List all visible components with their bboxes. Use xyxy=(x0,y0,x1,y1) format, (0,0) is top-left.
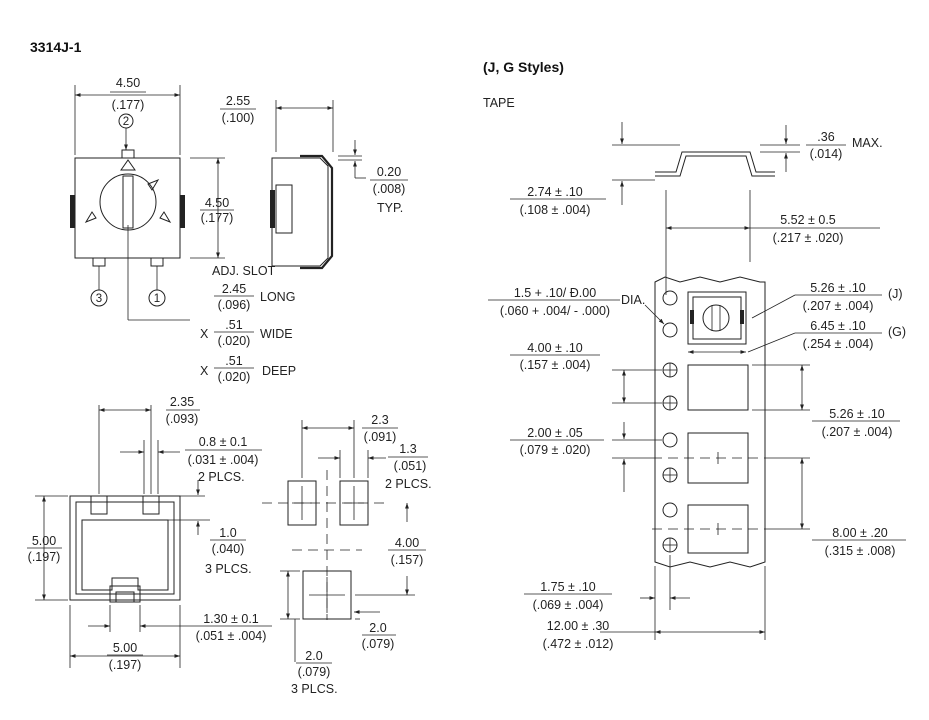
land-padw-in: (.051) xyxy=(394,459,427,473)
side-view: 2.55 (.100) 0.20 (.008) TYP. xyxy=(220,94,408,270)
tape-top-view xyxy=(652,276,770,568)
adj-slot-label: ADJ. SLOT xyxy=(212,264,276,278)
tape-dia-label: DIA. xyxy=(621,293,645,307)
tape-pocket-in: (.108 ± .004) xyxy=(520,203,591,217)
land-span-in: (.157) xyxy=(391,553,424,567)
tape-width-mm: 12.00 ± .30 xyxy=(547,619,610,633)
bottom-height-mm: 5.00 xyxy=(32,534,56,548)
bottom-padh-in: (.040) xyxy=(212,542,245,556)
tape-edge-mm: 1.75 ± .10 xyxy=(540,580,596,594)
tape-sprocket-mm: 4.00 ± .10 xyxy=(527,341,583,355)
land-span-mm: 4.00 xyxy=(395,536,419,550)
tape-w552-mm: 5.52 ± 0.5 xyxy=(780,213,836,227)
land-pattern: 2.3 (.091) 1.3 (.051) 2 PLCS. 4.00 (.157… xyxy=(262,413,432,696)
tape-dimensions: 1.5 + .10/ Ð.00 (.060 + .004/ - .000) DI… xyxy=(488,281,906,651)
times-2: X xyxy=(200,364,209,378)
top-width-in: (.177) xyxy=(112,98,145,112)
slot-long-label: LONG xyxy=(260,290,295,304)
side-depth-mm: 2.55 xyxy=(226,94,250,108)
bottom-tab-mm: 1.30 ± 0.1 xyxy=(203,612,259,626)
tape-profile: 2.74 ± .10 (.108 ± .004) .36 (.014) MAX.… xyxy=(510,122,883,295)
tape-j-label: (J) xyxy=(888,287,903,301)
bottom-pitch-mm: 2.35 xyxy=(170,395,194,409)
tape-pocket-mm: 2.74 ± .10 xyxy=(527,185,583,199)
tape-cavity-mm: 5.26 ± .10 xyxy=(829,407,885,421)
top-width-mm: 4.50 xyxy=(116,76,140,90)
bottom-view: 2.35 (.093) 0.8 ± 0.1 (.031 ± .004) 2 PL… xyxy=(27,395,272,672)
tape-offset-in: (.079 ± .020) xyxy=(520,443,591,457)
tape-max-in: (.014) xyxy=(810,147,843,161)
side-lead-in: (.008) xyxy=(373,182,406,196)
slot-deep-label: DEEP xyxy=(262,364,296,378)
bottom-pad-note: 2 PLCS. xyxy=(198,470,245,484)
slot-deep-in: (.020) xyxy=(218,370,251,384)
land-pitch-in: (.091) xyxy=(364,430,397,444)
bottom-width-in: (.197) xyxy=(109,658,142,672)
tape-max-mm: .36 xyxy=(817,130,834,144)
slot-wide-in: (.020) xyxy=(218,334,251,348)
slot-wide-mm: .51 xyxy=(225,318,242,332)
styles-title: (J, G Styles) xyxy=(483,59,564,75)
tape-offset-mm: 2.00 ± .05 xyxy=(527,426,583,440)
tape-j-mm: 5.26 ± .10 xyxy=(810,281,866,295)
land-padw-mm: 1.3 xyxy=(399,442,416,456)
land-pad2-mm: 2.0 xyxy=(369,621,386,635)
pin-1-label: 1 xyxy=(154,293,160,305)
land-pad3-note: 3 PLCS. xyxy=(291,682,338,696)
top-height-in: (.177) xyxy=(201,211,234,225)
slot-deep-mm: .51 xyxy=(225,354,242,368)
tape-hole-mm: 1.5 + .10/ Ð.00 xyxy=(514,286,596,300)
tape-w552-in: (.217 ± .020) xyxy=(773,231,844,245)
side-typ: TYP. xyxy=(377,201,403,215)
tape-j-in: (.207 ± .004) xyxy=(803,299,874,313)
bottom-pad-mm: 0.8 ± 0.1 xyxy=(199,435,248,449)
tape-g-mm: 6.45 ± .10 xyxy=(810,319,866,333)
tape-edge-in: (.069 ± .004) xyxy=(533,598,604,612)
bottom-padh-note: 3 PLCS. xyxy=(205,562,252,576)
slot-long-mm: 2.45 xyxy=(222,282,246,296)
bottom-tab-in: (.051 ± .004) xyxy=(196,629,267,643)
land-pad3-mm: 2.0 xyxy=(305,649,322,663)
tape-sprocket-in: (.157 ± .004) xyxy=(520,358,591,372)
bottom-pitch-in: (.093) xyxy=(166,412,199,426)
top-view: 4.50 (.177) 2 4.50 (.177) 3 1 ADJ. SLOT … xyxy=(70,76,296,384)
tape-max-label: MAX. xyxy=(852,136,883,150)
pin-2-label: 2 xyxy=(123,116,129,128)
side-depth-in: (.100) xyxy=(222,111,255,125)
land-pad3-in: (.079) xyxy=(298,665,331,679)
bottom-padh-mm: 1.0 xyxy=(219,526,236,540)
slot-wide-label: WIDE xyxy=(260,327,293,341)
tape-pitch-in: (.315 ± .008) xyxy=(825,544,896,558)
pin-3-label: 3 xyxy=(96,293,102,305)
top-height-mm: 4.50 xyxy=(205,196,229,210)
bottom-pad-in: (.031 ± .004) xyxy=(188,453,259,467)
tape-cavity-in: (.207 ± .004) xyxy=(822,425,893,439)
tape-width-in: (.472 ± .012) xyxy=(543,637,614,651)
part-number-title: 3314J-1 xyxy=(30,39,82,55)
side-lead-mm: 0.20 xyxy=(377,165,401,179)
tape-hole-in: (.060 + .004/ - .000) xyxy=(500,304,610,318)
land-pitch-mm: 2.3 xyxy=(371,413,388,427)
bottom-height-in: (.197) xyxy=(28,550,61,564)
land-padw-note: 2 PLCS. xyxy=(385,477,432,491)
slot-long-in: (.096) xyxy=(218,298,251,312)
tape-label: TAPE xyxy=(483,96,515,110)
tape-g-in: (.254 ± .004) xyxy=(803,337,874,351)
tape-g-label: (G) xyxy=(888,325,906,339)
bottom-width-mm: 5.00 xyxy=(113,641,137,655)
tape-pitch-mm: 8.00 ± .20 xyxy=(832,526,888,540)
land-pad2-in: (.079) xyxy=(362,637,395,651)
times-1: X xyxy=(200,327,209,341)
